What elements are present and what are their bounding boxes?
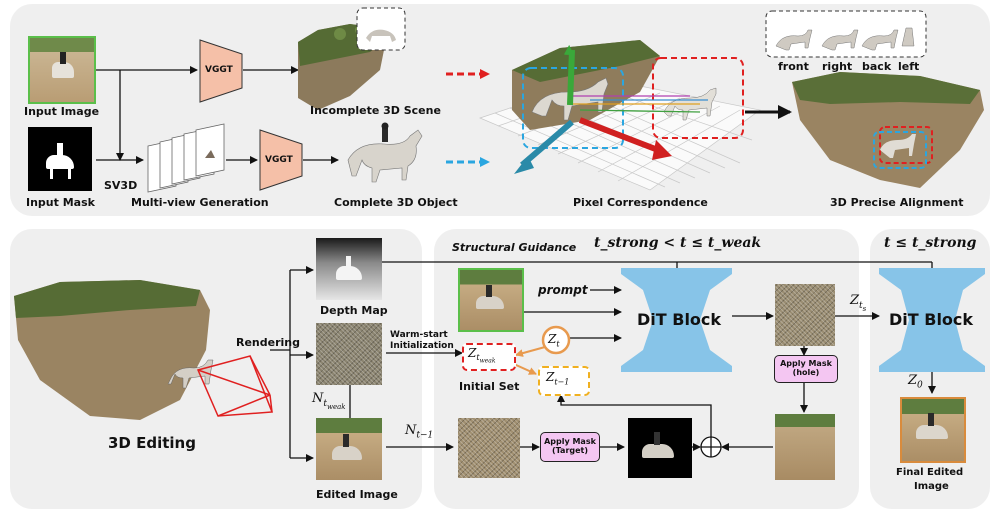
align-red-box	[879, 126, 933, 164]
vggt-top-block	[199, 39, 243, 103]
dit-block-2-label: DiT Block	[889, 310, 974, 329]
z-t-sub: t	[556, 339, 560, 349]
z-t-label: Zt	[548, 333, 560, 348]
dit-output-image	[775, 284, 835, 346]
editing-label: 3D Editing	[108, 434, 196, 452]
z-t-circle	[541, 325, 571, 355]
z0-label: Z0	[908, 374, 923, 391]
multiview-stack	[147, 123, 225, 193]
apply-mask-target-box: Apply Mask (Target)	[540, 432, 600, 462]
vggt-bottom-text: VGGT	[265, 155, 293, 165]
z-weak-label: Ztweak	[468, 347, 495, 365]
edited-image-label: Edited Image	[316, 488, 398, 501]
cond-strong-weak: t_strong < t ≤ t_weak	[594, 235, 762, 251]
z-ts-main: Z	[850, 293, 860, 308]
incomplete-scene-label: Incomplete 3D Scene	[310, 104, 441, 117]
z-weak-box	[462, 343, 516, 371]
z-weak-subsub: weak	[479, 357, 496, 365]
z-ts-sub: t	[859, 300, 863, 311]
initial-set-label: Initial Set	[459, 380, 520, 393]
z-prev-box	[538, 366, 590, 396]
z-prev-main: Z	[546, 370, 555, 384]
vggt-top-text: VGGT	[205, 65, 233, 75]
apply-mask-hole-box: Apply Mask (hole)	[774, 355, 838, 383]
z-weak-main: Z	[468, 346, 477, 360]
depth-map-label: Depth Map	[320, 304, 388, 317]
final-label-line1: Final Edited	[896, 467, 964, 478]
view-right: right	[822, 60, 853, 73]
n-prev-label: Nt−1	[405, 424, 433, 441]
pixel-correspondence-label: Pixel Correspondence	[573, 196, 708, 209]
views-box	[765, 10, 927, 58]
apply-mask-target-line2: (Target)	[551, 446, 589, 456]
z-t-main: Z	[548, 332, 557, 346]
n-weak-main: N	[312, 391, 324, 406]
multiview-label: Multi-view Generation	[131, 196, 269, 209]
n-weak-subsub: weak	[327, 402, 346, 411]
vggt-bottom-block	[259, 129, 303, 191]
n-weak-sub: t	[323, 398, 327, 409]
input-image	[28, 36, 96, 104]
camera-frustum	[196, 355, 274, 417]
z0-sub: 0	[917, 380, 923, 391]
noisy-prev-image	[458, 418, 520, 478]
z-weak-sub: t	[476, 353, 480, 363]
scene-inset-box	[356, 7, 406, 51]
axis-green	[563, 44, 575, 106]
rendering-label: Rendering	[236, 336, 300, 349]
final-edited-image	[900, 397, 966, 463]
structural-guidance-label: Structural Guidance	[452, 241, 577, 254]
z-ts-subsub: s	[862, 304, 867, 313]
dit-block-1-shape	[621, 268, 732, 372]
apply-mask-target-line1: Apply Mask	[544, 437, 596, 446]
axis-red	[578, 117, 660, 153]
input-mask	[28, 127, 92, 191]
view-front: front	[778, 60, 809, 73]
z0-main: Z	[908, 373, 918, 388]
complete-object-image	[347, 122, 423, 183]
n-weak-label: Ntweak	[312, 392, 346, 410]
views-horses	[775, 27, 915, 51]
view-back: back	[862, 60, 892, 73]
z-prev-label: Zt−1	[546, 371, 569, 386]
masked-target-image	[628, 418, 692, 478]
noisy-render-image	[316, 323, 382, 385]
alignment-scene-image	[792, 72, 984, 188]
sv3d-label: SV3D	[104, 179, 138, 192]
final-label-line2: Image	[914, 481, 949, 492]
apply-mask-hole-line2: (hole)	[792, 368, 820, 378]
structural-guidance-image	[458, 268, 524, 332]
z-ts-label: Zts	[850, 294, 866, 312]
depth-map-image	[316, 238, 382, 300]
prompt-label: prompt	[538, 283, 588, 297]
dit-block-1-label: DiT Block	[637, 310, 722, 329]
align-blue-box	[873, 131, 927, 169]
input-mask-label: Input Mask	[26, 196, 95, 209]
hole-mask-image	[775, 414, 835, 480]
view-left: left	[898, 60, 920, 73]
editing-scene-image	[14, 280, 214, 420]
corr-red-box	[652, 57, 744, 139]
complete-object-label: Complete 3D Object	[334, 196, 458, 209]
axis-blue	[520, 119, 574, 168]
edited-image	[316, 418, 382, 480]
z-prev-sub: t−1	[554, 377, 570, 387]
n-prev-sub: t−1	[416, 430, 434, 441]
n-prev-main: N	[405, 423, 417, 438]
alignment-label: 3D Precise Alignment	[830, 196, 964, 209]
cond-strong: t ≤ t_strong	[884, 235, 977, 251]
input-image-label: Input Image	[24, 105, 100, 118]
apply-mask-hole-line1: Apply Mask	[780, 359, 832, 368]
warmstart-label: Warm-start Initialization	[390, 330, 454, 351]
dit-block-2-shape	[879, 268, 985, 372]
